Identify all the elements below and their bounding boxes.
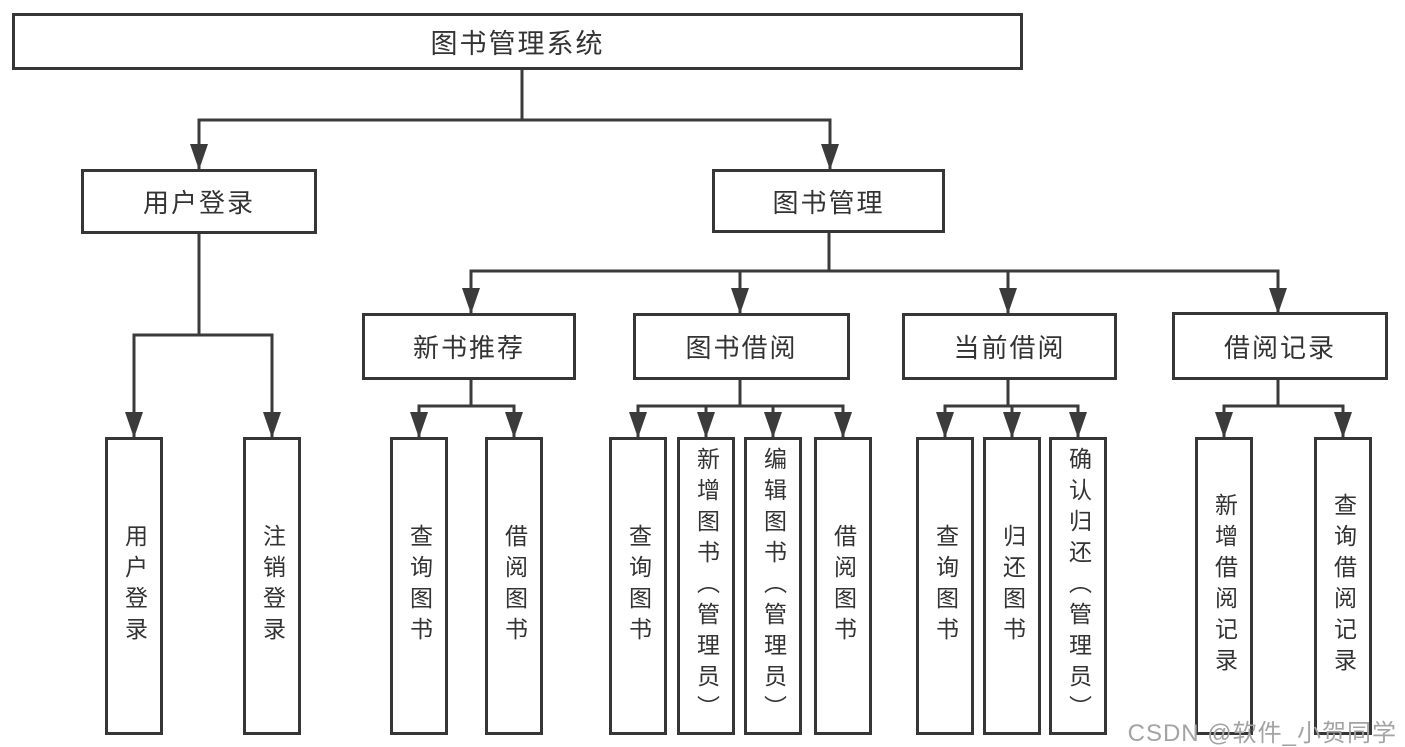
node-user-login-label: 用户登录: [142, 188, 255, 218]
node-book-management: 图书管理: [712, 169, 945, 233]
leaf-current-query-books: 查询图书: [916, 437, 974, 735]
leaf-borrow-borrow-books: 借阅图书: [814, 437, 872, 735]
leaf-newbook-borrow-books: 借阅图书: [485, 437, 543, 735]
leaf-records-query-record: 查询借阅记录: [1314, 437, 1372, 735]
leaf-user-login: 用户登录: [105, 437, 163, 735]
node-user-login: 用户登录: [81, 169, 317, 234]
leaf-newbook-query-books: 查询图书: [390, 437, 448, 735]
leaf-borrow-query-books: 查询图书: [609, 437, 667, 735]
node-root-label: 图书管理系统: [430, 29, 605, 59]
node-book-borrow-label: 图书借阅: [685, 333, 798, 363]
leaf-borrow-edit-books-admin: 编辑图书（管理员）: [744, 437, 802, 735]
node-current-borrow-label: 当前借阅: [953, 333, 1066, 363]
node-book-borrow: 图书借阅: [633, 313, 850, 380]
node-borrow-records: 借阅记录: [1172, 312, 1388, 380]
node-book-management-label: 图书管理: [772, 187, 885, 218]
node-new-book-recommend-label: 新书推荐: [412, 333, 525, 363]
leaf-records-add-record: 新增借阅记录: [1195, 437, 1253, 735]
leaf-current-return-books: 归还图书: [983, 437, 1041, 735]
leaf-borrow-add-books-admin: 新增图书（管理员）: [677, 437, 735, 735]
node-new-book-recommend: 新书推荐: [362, 313, 576, 380]
leaf-current-confirm-return-admin: 确认归还（管理员）: [1049, 437, 1107, 735]
node-root: 图书管理系统: [12, 13, 1023, 70]
node-borrow-records-label: 借阅记录: [1223, 332, 1336, 363]
leaf-logout-login: 注销登录: [243, 437, 301, 735]
node-current-borrow: 当前借阅: [902, 313, 1117, 380]
csdn-watermark: CSDN @软件_小贺同学: [1127, 720, 1397, 747]
